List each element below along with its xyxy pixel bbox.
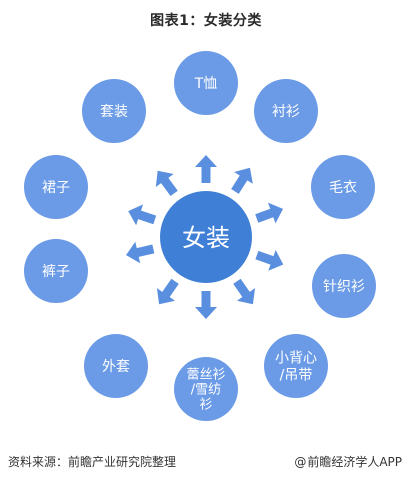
arrow-vest bbox=[233, 278, 256, 305]
brand-name: 前瞻经济学人APP bbox=[307, 455, 402, 469]
center-node: 女装 bbox=[160, 191, 252, 283]
footer: 资料来源：前瞻产业研究院整理 @前瞻经济学人APP bbox=[0, 450, 412, 474]
node-label: 裙子 bbox=[42, 180, 70, 196]
node-circle bbox=[312, 254, 376, 318]
node-label: /吊带 bbox=[280, 368, 313, 384]
node-circle bbox=[254, 79, 318, 143]
arrows-layer bbox=[126, 155, 284, 319]
node-circle bbox=[24, 155, 88, 219]
node-shirt: 衬衫 bbox=[254, 79, 318, 143]
node-coat: 外套 bbox=[84, 334, 148, 398]
node-label: 衫 bbox=[199, 398, 212, 413]
node-circle bbox=[84, 334, 148, 398]
node-trousers: 裤子 bbox=[24, 239, 88, 303]
center-circle bbox=[160, 191, 252, 283]
node-sweater: 毛衣 bbox=[311, 155, 375, 219]
brand-credit: @前瞻经济学人APP bbox=[294, 453, 402, 470]
node-circle bbox=[264, 334, 328, 398]
node-label: T恤 bbox=[194, 76, 218, 92]
arrow-tshirt bbox=[195, 155, 217, 183]
arrow-suit bbox=[155, 170, 178, 197]
arrow-chiffon bbox=[195, 291, 217, 319]
node-circle bbox=[174, 357, 238, 421]
node-label: 套装 bbox=[100, 104, 128, 120]
node-chiffon: 蕾丝衫/雪纺衫 bbox=[174, 357, 238, 421]
node-label: 小背心 bbox=[275, 351, 317, 367]
node-label: 针织衫 bbox=[323, 279, 365, 295]
node-circle bbox=[311, 155, 375, 219]
node-skirt: 裙子 bbox=[24, 155, 88, 219]
node-vest: 小背心/吊带 bbox=[264, 334, 328, 398]
source-note: 资料来源：前瞻产业研究院整理 bbox=[8, 455, 177, 469]
node-knit: 针织衫 bbox=[312, 254, 376, 318]
node-label: 毛衣 bbox=[329, 180, 357, 196]
chart-title: 图表1：女装分类 bbox=[150, 13, 262, 29]
node-circle bbox=[24, 239, 88, 303]
node-tshirt: T恤 bbox=[174, 51, 238, 115]
arrow-knit bbox=[255, 250, 284, 271]
at-sign: @ bbox=[294, 455, 307, 469]
node-suit: 套装 bbox=[82, 79, 146, 143]
node-circle bbox=[82, 79, 146, 143]
node-label: 外套 bbox=[102, 359, 130, 375]
node-label: 蕾丝衫 bbox=[186, 368, 225, 383]
node-circle bbox=[174, 51, 238, 115]
center-label: 女装 bbox=[182, 224, 230, 252]
arrow-coat bbox=[156, 278, 179, 305]
node-label: 衬衫 bbox=[272, 104, 300, 120]
arrow-trousers bbox=[126, 241, 155, 264]
arrow-skirt bbox=[128, 204, 157, 226]
arrow-shirt bbox=[231, 167, 253, 194]
node-label: 裤子 bbox=[42, 264, 70, 280]
arrow-sweater bbox=[255, 202, 284, 224]
node-label: /雪纺 bbox=[191, 383, 221, 398]
